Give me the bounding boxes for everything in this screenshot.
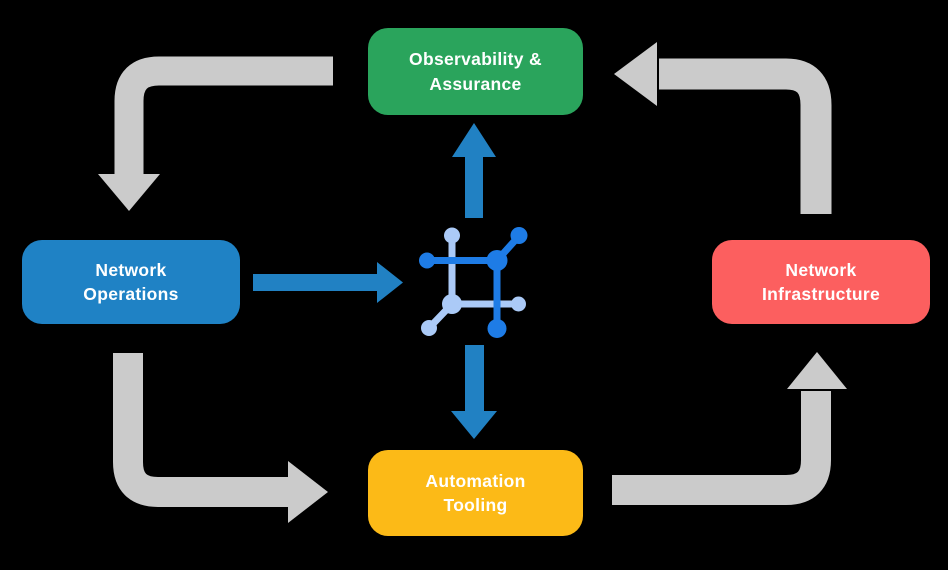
arrow-operations-to-automation xyxy=(113,353,328,523)
arrow-head-down xyxy=(98,174,160,211)
node-network-infrastructure: Network Infrastructure xyxy=(712,240,930,324)
node-observability-assurance: Observability & Assurance xyxy=(368,28,583,115)
arrow-observability-to-operations xyxy=(98,56,333,211)
arrow-operations-to-hub xyxy=(253,262,403,303)
icon-node-lower-left xyxy=(421,320,437,336)
icon-node-bottom xyxy=(487,319,507,338)
node-automation-tooling: Automation Tooling xyxy=(368,450,583,536)
icon-node-right xyxy=(511,296,526,312)
arrow-elbow xyxy=(114,56,333,176)
network-hub-icon-dark-nodes xyxy=(419,227,528,338)
arrow-elbow xyxy=(659,58,832,214)
network-hub-icon-light-nodes xyxy=(421,227,526,336)
icon-node-top xyxy=(444,227,460,244)
arrow-elbow xyxy=(113,353,290,507)
icon-node-left xyxy=(419,252,435,269)
arrow-automation-to-infrastructure xyxy=(612,352,847,505)
arrow-hub-to-observability xyxy=(452,123,496,218)
arrow-head-left xyxy=(614,42,657,106)
arrow-head-up xyxy=(787,352,847,389)
arrow-head-right xyxy=(288,461,328,523)
arrow-hub-to-automation xyxy=(451,345,497,439)
icon-junction-bottom-left xyxy=(442,294,462,314)
icon-junction-top-right xyxy=(486,250,508,271)
arrow-elbow xyxy=(612,391,831,505)
node-network-operations: Network Operations xyxy=(22,240,240,324)
arrow-infrastructure-to-observability xyxy=(614,42,832,214)
network-hub-icon xyxy=(419,227,528,338)
icon-node-upper-right xyxy=(510,227,528,244)
